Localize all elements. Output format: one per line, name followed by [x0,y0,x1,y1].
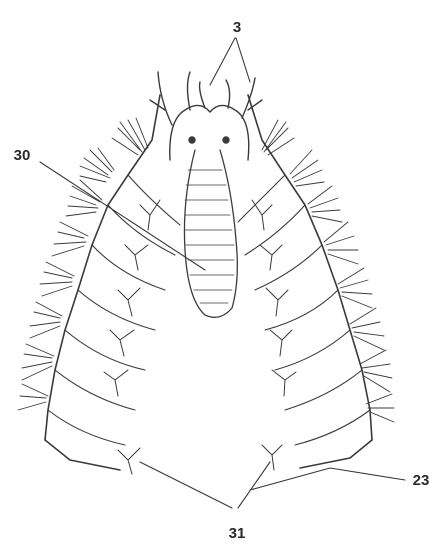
segment-line [48,410,125,445]
proboscis [184,150,237,317]
bristle-tuft [112,118,148,155]
segment-line [128,175,180,225]
cirrus [270,330,292,356]
cirrus [125,245,148,270]
cirrus [118,288,140,316]
bristle-tuft [52,222,88,256]
bristle-tuft [40,262,74,296]
segment-line [92,245,165,290]
bristle-tuft [308,186,342,222]
tentacle [150,72,172,125]
inner-appendages [104,200,296,474]
cirrus [262,445,282,470]
body-tail-left [45,440,120,470]
leader-line-30 [40,162,205,270]
segment-lines [48,175,370,445]
label-30: 30 [14,147,31,164]
eye-spot [223,137,229,143]
leader-lines [40,38,405,508]
cirrus [140,200,160,230]
cirrus [252,200,272,230]
body-tail-right [300,440,372,468]
leader-line-3 [210,38,250,85]
label-31: 31 [229,525,246,542]
proboscis-rings [185,170,234,303]
eye-spot [189,137,195,143]
tentacle [226,80,230,108]
segment-line [78,290,155,330]
label-23: 23 [413,472,430,489]
bristle-tuft [350,308,384,350]
tentacle [188,72,191,110]
cirrus [104,370,128,396]
cirrus [118,448,140,474]
bristle-tuft [66,180,102,216]
segment-line [295,410,370,445]
cirrus [110,330,134,356]
bristles-left [18,118,148,410]
bristle-tuft [18,384,48,410]
segment-line [65,330,145,370]
segment-line [285,370,362,410]
bristle-tuft [262,120,294,155]
leader-line-31 [140,462,270,508]
label-3: 3 [233,19,241,36]
proboscis-outline [184,150,237,317]
cirrus [266,288,288,316]
body-outline [45,95,372,470]
leader-line-23 [250,468,405,490]
bristle-tuft [324,222,358,264]
cirrus [260,245,282,270]
segment-line [245,205,305,255]
bristle-tuft [290,150,324,186]
bristle-tuft [338,268,372,308]
tentacle [200,82,205,108]
cirrus [272,370,296,396]
segment-line [255,245,322,290]
segment-line [265,290,338,330]
bristles-right [262,120,394,422]
head [150,72,262,160]
segment-line [55,370,135,410]
tentacle [242,78,262,118]
bristle-tuft [30,302,62,338]
head-outline [170,105,249,160]
body-right-edge [248,95,372,440]
bristle-tuft [22,344,54,380]
bristle-tuft [80,148,114,182]
